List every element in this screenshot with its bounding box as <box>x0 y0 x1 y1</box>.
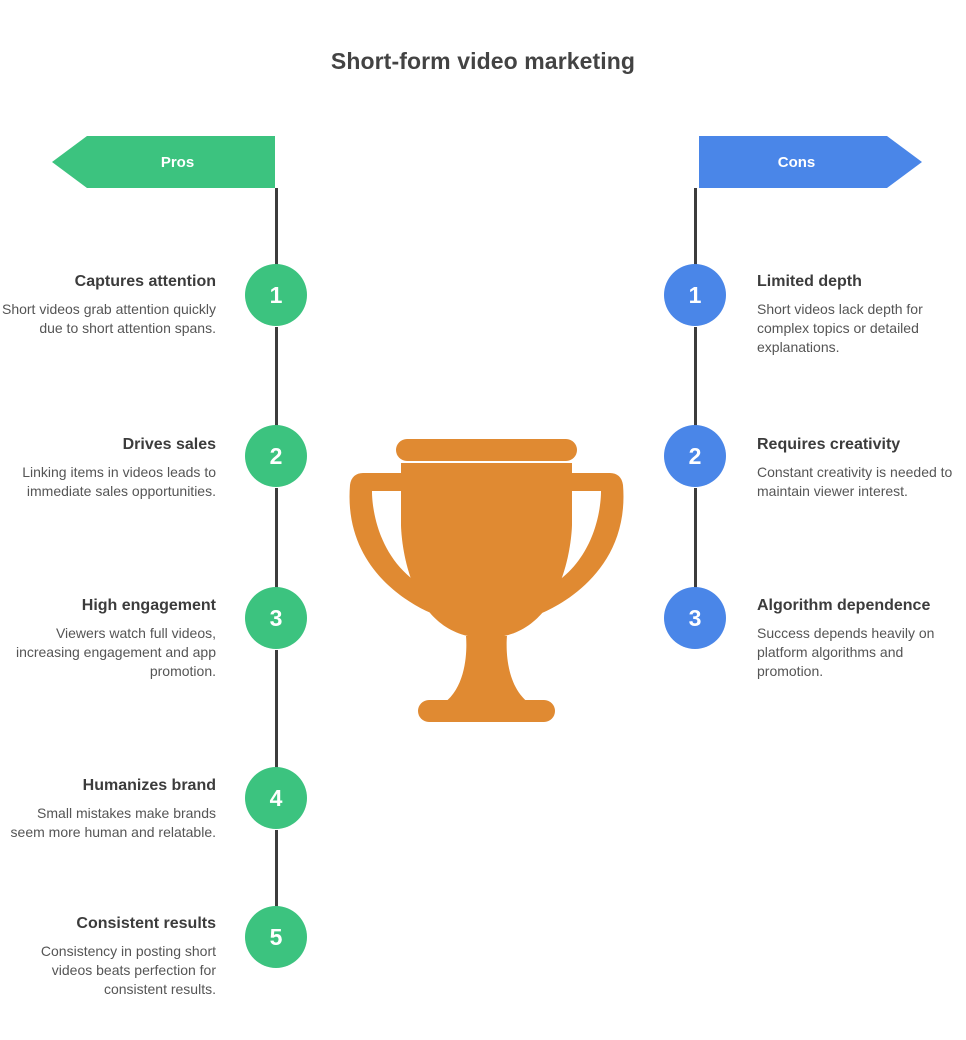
pros-spine-segment <box>275 327 278 430</box>
page-title: Short-form video marketing <box>330 48 636 74</box>
cons-spine-segment <box>694 188 697 268</box>
pros-item-4-heading: Humanizes brand <box>82 777 216 794</box>
pros-item-5-body: Consistency in posting short videos beat… <box>40 943 216 997</box>
pros-item-2-body: Linking items in videos leads to immedia… <box>22 464 216 499</box>
pros-bullet-4[interactable]: 4 <box>245 767 307 829</box>
cons-bullet-3-number: 3 <box>688 604 702 631</box>
pros-item-4-body: Small mistakes make brands seem more hum… <box>10 805 216 840</box>
cons-item-2-body: Constant creativity is needed to maintai… <box>757 464 953 499</box>
cons-item-1-heading: Limited depth <box>757 273 862 290</box>
pros-item-2-heading: Drives sales <box>122 436 216 453</box>
cons-item-3-heading: Algorithm dependence <box>757 597 931 614</box>
pros-bullet-5[interactable]: 5 <box>245 906 307 968</box>
pros-bullet-1-number: 1 <box>269 281 283 308</box>
pros-spine-segment <box>275 650 278 768</box>
cons-spine-segment <box>694 327 697 430</box>
pros-item-5: Consistent results Consistency in postin… <box>0 912 216 999</box>
pros-bullet-3[interactable]: 3 <box>245 587 307 649</box>
pros-spine-segment <box>275 488 278 588</box>
cons-bullet-1[interactable]: 1 <box>664 264 726 326</box>
cons-bullet-1-number: 1 <box>688 281 702 308</box>
cons-bullet-3[interactable]: 3 <box>664 587 726 649</box>
pros-item-1: Captures attention Short videos grab att… <box>0 270 216 338</box>
pros-header-label: Pros <box>160 153 195 171</box>
pros-item-1-body: Short videos grab attention quickly due … <box>1 301 216 336</box>
cons-header-arrow: Cons <box>699 136 922 188</box>
pros-bullet-2[interactable]: 2 <box>245 425 307 487</box>
trophy-icon <box>344 433 629 728</box>
cons-bullet-2-number: 2 <box>688 442 702 469</box>
cons-item-2-heading: Requires creativity <box>757 436 901 453</box>
cons-item-3-body: Success depends heavily on platform algo… <box>757 625 935 679</box>
pros-item-3-heading: High engagement <box>81 597 216 614</box>
pros-bullet-5-number: 5 <box>269 923 283 950</box>
cons-item-1: Limited depth Short videos lack depth fo… <box>757 270 966 357</box>
cons-item-2: Requires creativity Constant creativity … <box>757 433 966 501</box>
cons-spine-segment <box>694 488 697 588</box>
pros-item-3: High engagement Viewers watch full video… <box>0 594 216 681</box>
pros-spine-segment <box>275 188 278 268</box>
pros-item-3-body: Viewers watch full videos, increasing en… <box>15 625 216 679</box>
pros-bullet-3-number: 3 <box>269 604 283 631</box>
cons-item-3: Algorithm dependence Success depends hea… <box>757 594 966 681</box>
cons-item-1-body: Short videos lack depth for complex topi… <box>757 301 923 355</box>
pros-spine-segment <box>275 830 278 908</box>
pros-item-5-heading: Consistent results <box>76 915 216 932</box>
pros-bullet-2-number: 2 <box>269 442 283 469</box>
pros-bullet-1[interactable]: 1 <box>245 264 307 326</box>
cons-bullet-2[interactable]: 2 <box>664 425 726 487</box>
pros-item-2: Drives sales Linking items in videos lea… <box>0 433 216 501</box>
pros-item-4: Humanizes brand Small mistakes make bran… <box>0 774 216 842</box>
pros-header-arrow: Pros <box>52 136 275 188</box>
pros-bullet-4-number: 4 <box>269 784 283 811</box>
pros-item-1-heading: Captures attention <box>74 273 216 290</box>
cons-header-label: Cons <box>777 153 816 171</box>
